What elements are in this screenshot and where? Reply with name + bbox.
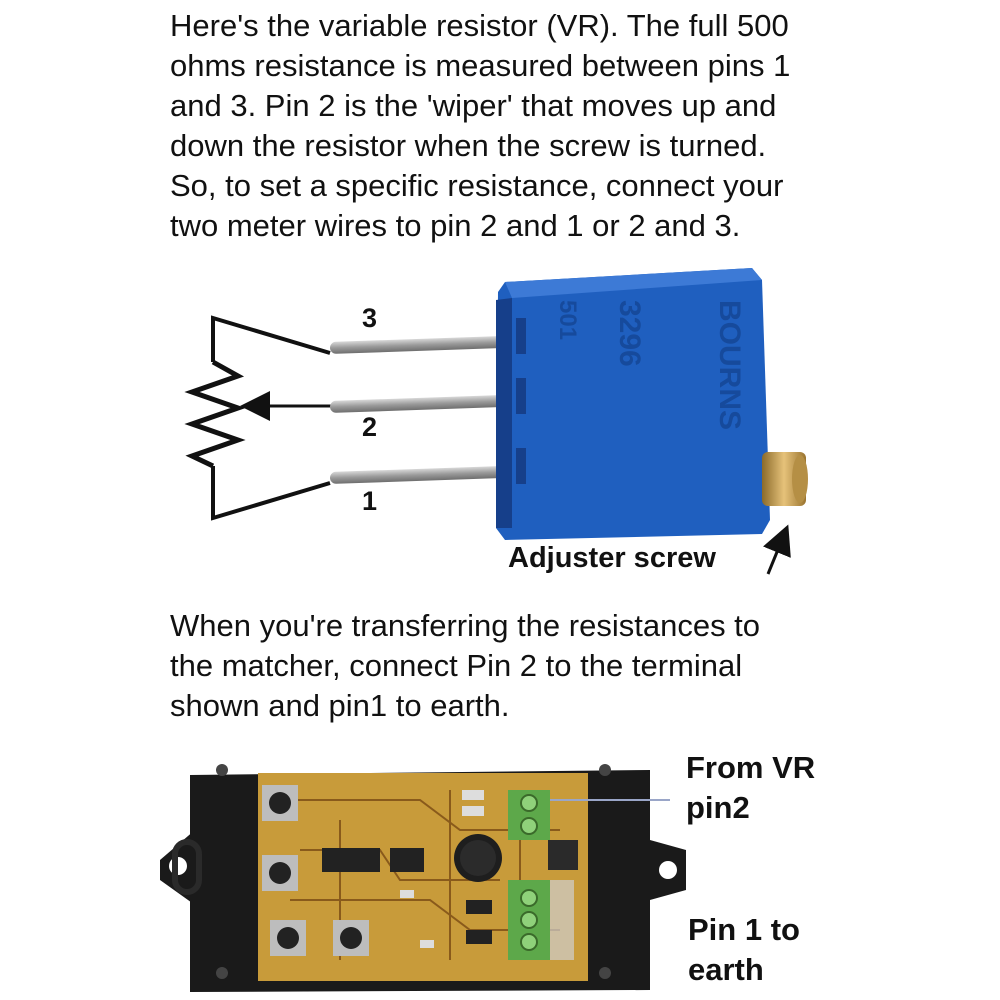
pin-3-label: 3	[362, 303, 378, 333]
pin-1-label: 1	[362, 486, 378, 516]
from-vr-line: pin2	[686, 790, 750, 825]
transfer-line: When you're transferring the resistances…	[170, 608, 761, 643]
trimmer-resistor-body: 3296 BOURNS 501	[496, 268, 770, 540]
schematic-wire-top	[211, 315, 331, 362]
intro-line: two meter wires to pin 2 and 1 or 2 and …	[170, 208, 741, 243]
earth-label: Pin 1 to earth	[688, 910, 800, 990]
intro-text: Here's the variable resistor (VR). The f…	[170, 6, 790, 246]
pin-2-lead	[329, 394, 516, 413]
pin-1-lead	[329, 465, 516, 484]
intro-line: ohms resistance is measured between pins…	[170, 48, 791, 83]
svg-text:3296: 3296	[613, 300, 646, 367]
ic-chip	[390, 848, 424, 872]
intro-line: So, to set a specific resistance, connec…	[170, 168, 784, 203]
resistor-zigzag	[184, 359, 246, 469]
pin-3-lead	[329, 335, 516, 354]
from-vr-label: From VR pin2	[686, 748, 815, 828]
schematic-wire-bottom	[211, 466, 331, 521]
earth-line: earth	[688, 952, 764, 987]
resistor-schematic	[184, 315, 332, 521]
adjuster-screw	[762, 452, 808, 575]
earth-line: Pin 1 to	[688, 912, 800, 947]
svg-text:501: 501	[554, 300, 581, 340]
intro-line: Here's the variable resistor (VR). The f…	[170, 8, 789, 43]
svg-text:BOURNS: BOURNS	[713, 300, 746, 430]
intro-line: down the resistor when the screw is turn…	[170, 128, 767, 163]
pin-2-label: 2	[362, 412, 378, 442]
matcher-board	[160, 764, 686, 992]
from-vr-line: From VR	[686, 750, 816, 785]
transfer-text: When you're transferring the resistances…	[170, 606, 760, 726]
intro-line: and 3. Pin 2 is the 'wiper' that moves u…	[170, 88, 777, 123]
adjuster-screw-label: Adjuster screw	[508, 542, 716, 574]
adjuster-arrow	[763, 524, 791, 575]
transfer-line: shown and pin1 to earth.	[170, 688, 510, 723]
ic-chip	[322, 848, 380, 872]
transfer-line: the matcher, connect Pin 2 to the termin…	[170, 648, 743, 683]
resistor-pins	[329, 335, 516, 484]
